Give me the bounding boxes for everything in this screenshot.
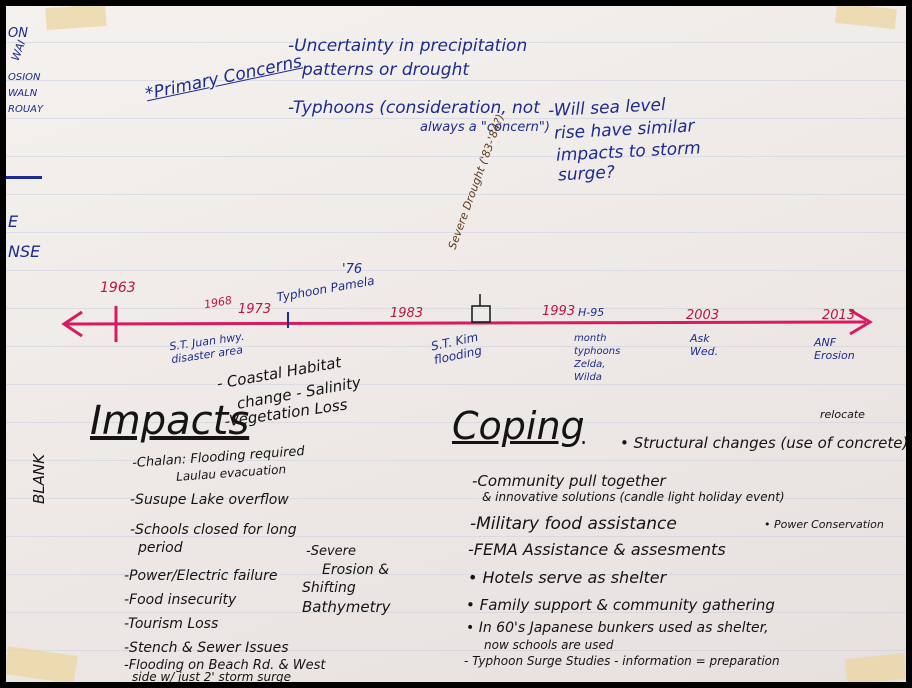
impact-item: -Tourism Loss [124,616,219,632]
impact-item: period [138,540,183,556]
event-label: Ask Wed. [690,332,719,358]
concern-line: patterns or drought [302,60,470,80]
impact-item: -Schools closed for long [130,522,297,538]
margin-fragment: OSION [8,72,41,83]
impact-item: -Food insecurity [124,592,237,608]
concern-line: always a "concern") [420,120,550,135]
coping-item: -Military food assistance [470,514,677,534]
impact-item: -Severe [306,544,356,559]
impact-item: side w/ just 2' storm surge [132,670,292,682]
whiteboard-photo: ON WAI OSION WALN ROUAY E NSE *Primary C… [6,6,906,682]
concern-line: -Typhoons (consideration, not [288,98,540,118]
impact-item: -Susupe Lake overflow [130,492,289,508]
coping-item: • Structural changes (use of concrete) [620,434,906,452]
event-label: ANF Erosion [814,336,855,362]
coping-item: • Power Conservation [764,518,884,531]
year-label: 1963 [100,280,136,296]
coping-item: • Family support & community gathering [466,596,775,614]
margin-fragment: E [8,212,19,231]
coping-relocate: relocate [820,408,865,421]
margin-fragment: NSE [8,242,41,261]
year-label: 2013 [822,308,856,323]
coping-item: - Typhoon Surge Studies - information = … [464,654,780,668]
tape-corner [6,646,78,682]
margin-fragment: WALN [8,88,38,99]
margin-fragment: ROUAY [8,104,44,115]
coping-item: now schools are used [484,638,614,652]
impact-item: Bathymetry [302,598,391,616]
impact-item: -Stench & Sewer Issues [124,640,289,656]
impact-item: -Flooding on Beach Rd. & West [124,658,326,673]
impacts-heading: Impacts [90,398,250,444]
coping-item: • Hotels serve as shelter [468,568,667,587]
concern-line: -Uncertainty in precipitation [288,36,528,56]
blank-label: BLANK [29,454,48,504]
event-label: H-95 [578,306,605,319]
year-label: 1983 [390,306,424,321]
year-label: '76 [342,262,363,277]
tape-corner [844,652,906,682]
year-label: 1993 [542,304,576,319]
year-label: 1973 [238,302,272,317]
coping-item: & innovative solutions (candle light hol… [482,490,785,504]
impact-item: Shifting [302,580,356,596]
year-label: 2003 [686,308,720,323]
impact-item: Erosion & [322,562,390,578]
event-label: month typhoons Zelda, Wilda [574,333,621,383]
timeline-arrow [61,294,873,342]
coping-heading: Coping [452,404,585,448]
margin-line [6,176,42,179]
coping-item: • In 60's Japanese bunkers used as shelt… [466,620,769,636]
coping-item: -Community pull together [472,472,666,490]
impact-item: -Power/Electric failure [124,568,278,584]
margin-fragment: ON [8,26,28,41]
coping-item: -FEMA Assistance & assesments [468,540,726,559]
